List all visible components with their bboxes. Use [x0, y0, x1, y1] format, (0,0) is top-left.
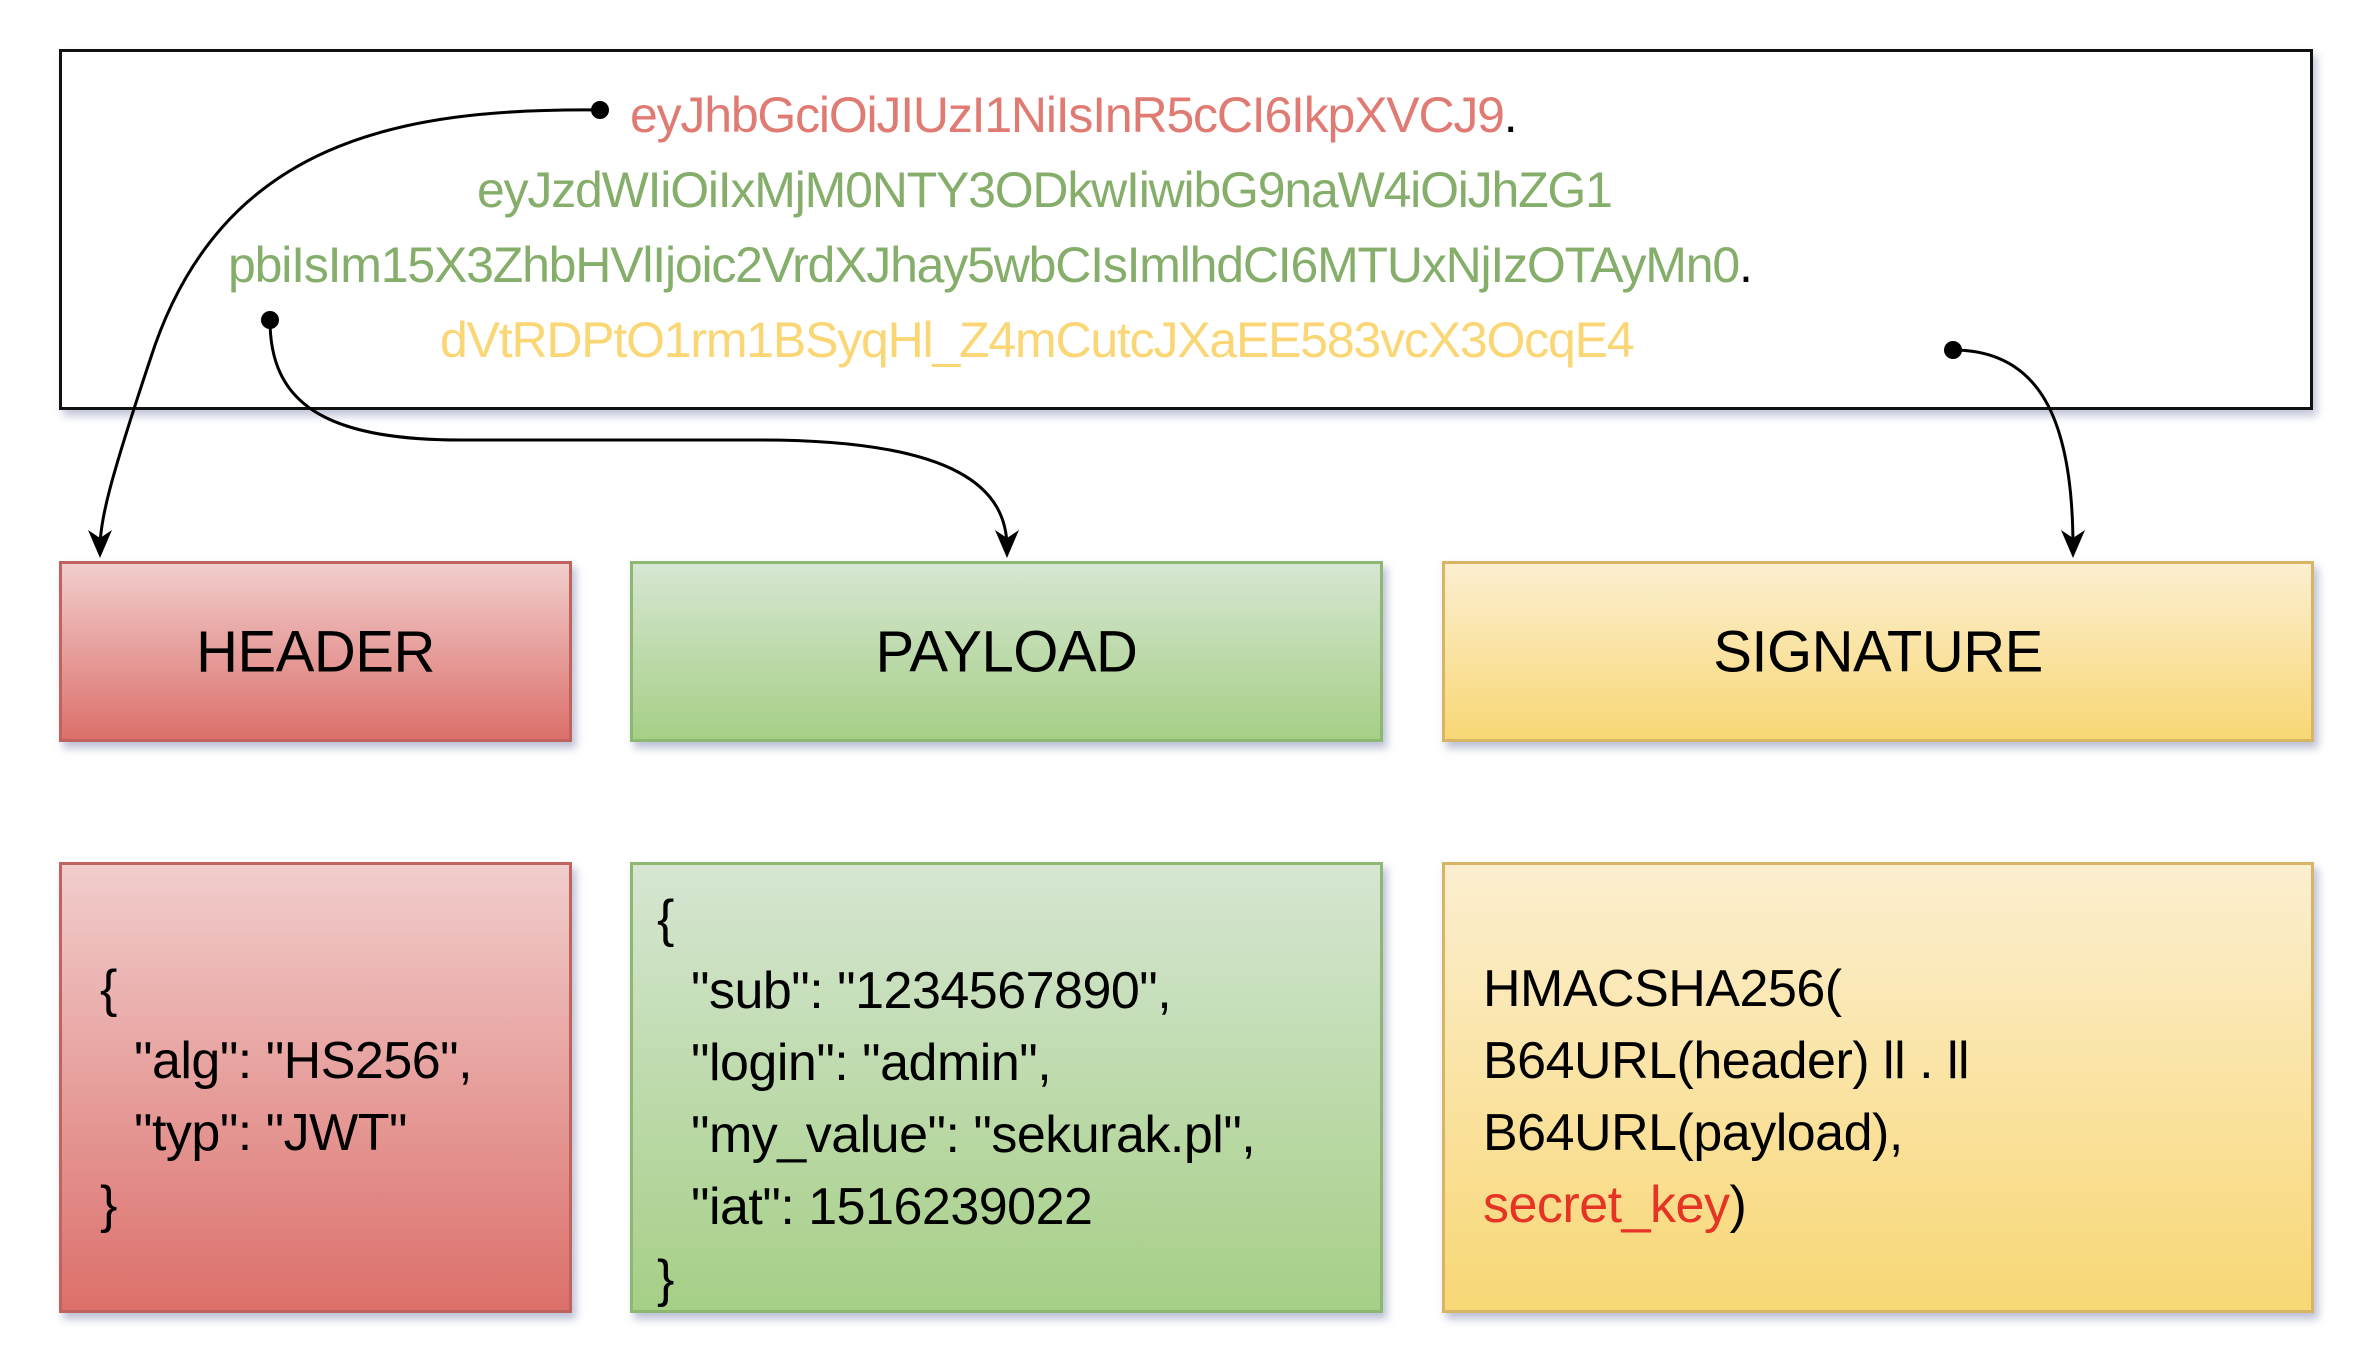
header-json-close: } [100, 1176, 117, 1234]
header-json-line: "typ": "JWT" [134, 1104, 407, 1162]
header-json-box: { "alg": "HS256", "typ": "JWT" } [59, 862, 572, 1313]
secret-key: secret_key [1483, 1176, 1730, 1234]
payload-json-line: "my_value": "sekurak.pl", [691, 1106, 1256, 1164]
header-section-box: HEADER [59, 561, 572, 742]
payload-json-close: } [657, 1250, 674, 1308]
signature-formula-last-line: secret_key) [1483, 1169, 1747, 1241]
signature-formula-line: B64URL(payload), [1483, 1104, 1903, 1162]
payload-arrowhead-icon [995, 530, 1019, 558]
token-separator: . [1738, 237, 1753, 293]
payload-section-label: PAYLOAD [875, 619, 1138, 684]
payload-json-line: "sub": "1234567890", [691, 962, 1172, 1020]
signature-section-label: SIGNATURE [1713, 619, 2043, 684]
header-section-label: HEADER [196, 619, 435, 684]
payload-json-line: "iat": 1516239022 [691, 1178, 1093, 1236]
header-json-line: "alg": "HS256", [134, 1032, 473, 1090]
signature-section-box: SIGNATURE [1442, 561, 2314, 742]
payload-json-line: "login": "admin", [691, 1034, 1052, 1092]
token-separator: . [1503, 87, 1518, 143]
payload-json-open: { [657, 890, 674, 948]
payload-json-box: { "sub": "1234567890", "login": "admin",… [630, 862, 1383, 1313]
header-arrowhead-icon [88, 530, 112, 558]
signature-formula-box: HMACSHA256( B64URL(header) ll . ll B64UR… [1442, 862, 2314, 1313]
token-header-segment: eyJhbGciOiJIUzI1NiIsInR5cCI6IkpXVCJ9 [630, 87, 1505, 143]
signature-arrowhead-icon [2061, 530, 2085, 558]
signature-formula-line: B64URL(header) ll . ll [1483, 1032, 1970, 1090]
signature-formula-line: HMACSHA256( [1483, 960, 1842, 1018]
token-signature-segment: dVtRDPtO1rm1BSyqHl_Z4mCutcJXaEE583vcX3Oc… [440, 312, 1635, 368]
token-payload-segment: pbiIsIm15X3ZhbHVlIjoic2VrdXJhay5wbCIsIml… [228, 237, 1740, 293]
token-header-line: eyJhbGciOiJIUzI1NiIsInR5cCI6IkpXVCJ9. [630, 87, 1518, 143]
token-payload-line-2: pbiIsIm15X3ZhbHVlIjoic2VrdXJhay5wbCIsIml… [228, 237, 1753, 293]
payload-section-box: PAYLOAD [630, 561, 1383, 742]
token-payload-line-1: eyJzdWIiOiIxMjM0NTY3ODkwIiwibG9naW4iOiJh… [477, 162, 1613, 218]
closing-paren: ) [1729, 1176, 1747, 1234]
header-json-open: { [100, 960, 117, 1018]
